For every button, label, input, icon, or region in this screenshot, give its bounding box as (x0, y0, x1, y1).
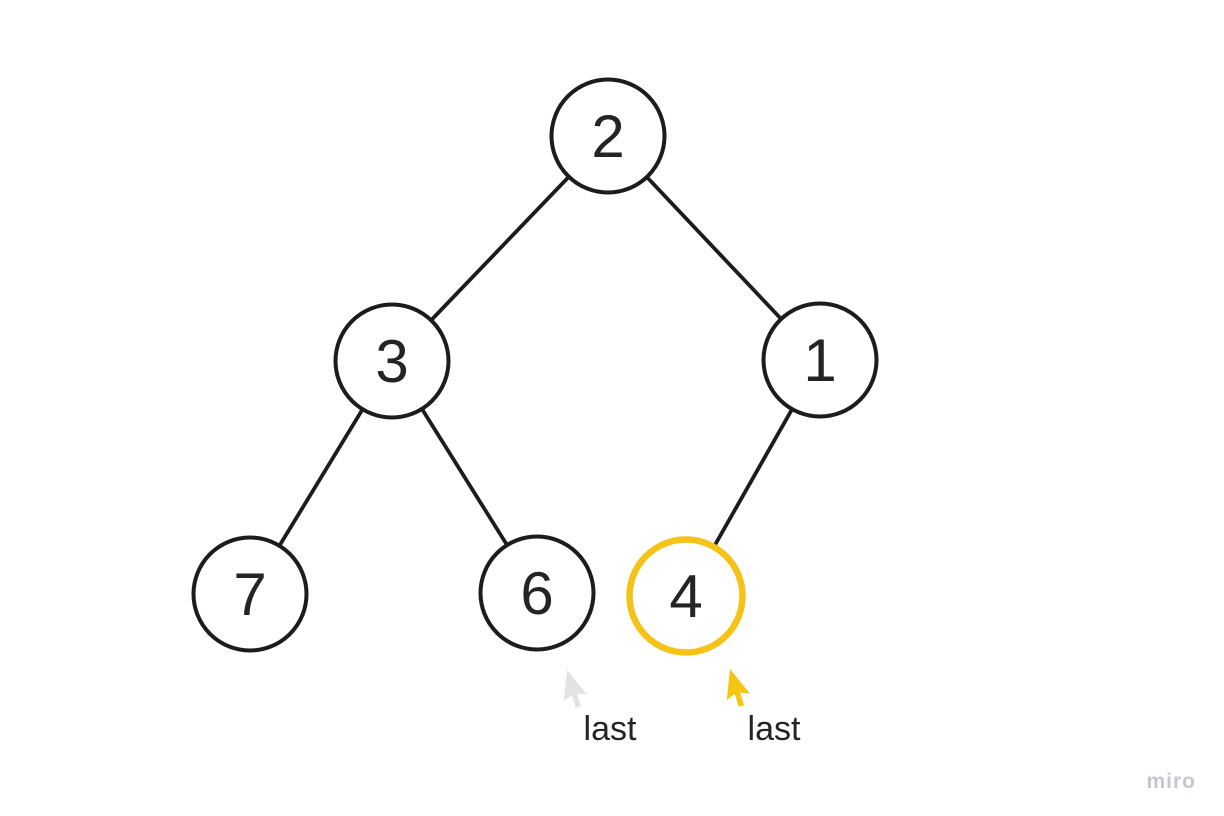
node-value: 6 (520, 560, 553, 627)
old-cursor-icon[interactable] (563, 670, 589, 709)
node-value: 7 (233, 561, 266, 628)
new-last-label: last (748, 710, 801, 748)
tree-node-4-highlighted[interactable]: 4 (626, 536, 746, 656)
miro-watermark: miro (1146, 770, 1196, 793)
node-circle[interactable] (761, 301, 879, 419)
tree-node-3[interactable]: 3 (333, 302, 451, 420)
highlighted-node-circle[interactable] (626, 536, 746, 656)
old-last-label: last (584, 710, 637, 748)
tree-node-6[interactable]: 6 (478, 534, 596, 652)
node-circle[interactable] (333, 302, 451, 420)
node-circle[interactable] (191, 535, 309, 653)
new-cursor-icon[interactable] (726, 669, 752, 708)
node-value: 2 (591, 103, 624, 170)
tree-node-1[interactable]: 1 (761, 301, 879, 419)
node-value: 3 (375, 328, 408, 395)
node-circle[interactable] (549, 77, 667, 195)
new-last-pointer[interactable]: last (726, 669, 801, 748)
node-value: 4 (669, 563, 702, 630)
old-last-pointer[interactable]: last (563, 670, 637, 748)
node-circle[interactable] (478, 534, 596, 652)
tree-node-2[interactable]: 2 (549, 77, 667, 195)
node-value: 1 (803, 327, 836, 394)
tree-node-7[interactable]: 7 (191, 535, 309, 653)
